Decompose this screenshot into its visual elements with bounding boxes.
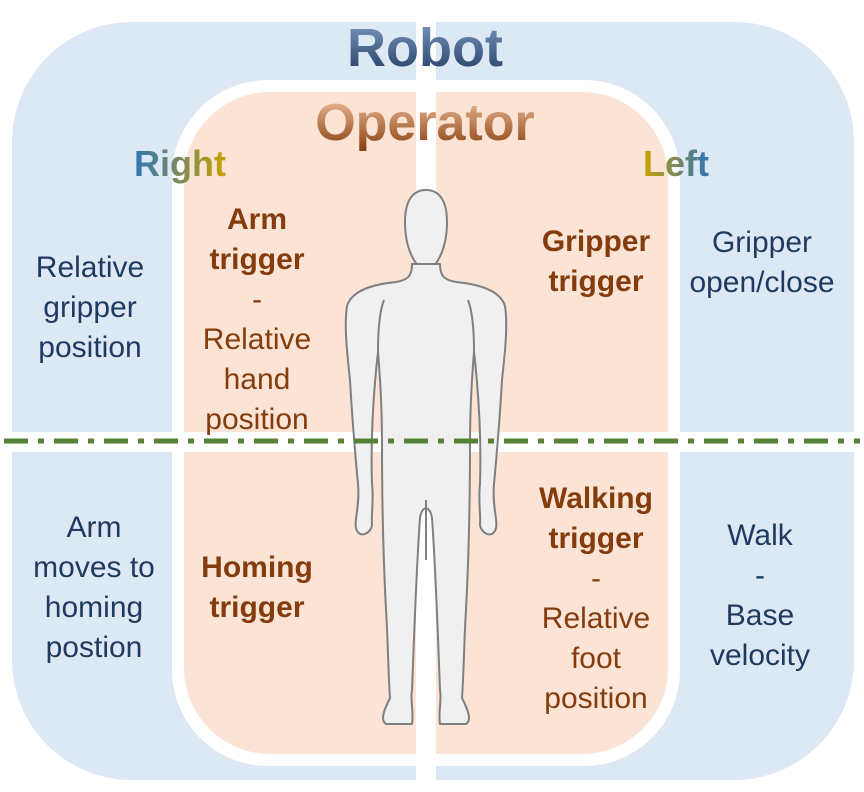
robot-action-label: homing (45, 591, 143, 624)
trigger-label: Gripper (542, 225, 651, 258)
robot-action-label: Arm (67, 511, 122, 544)
robot-action-label: Gripper (712, 226, 812, 259)
action-label: hand (224, 363, 291, 396)
robot-action-label: postion (46, 631, 143, 664)
trigger-label: trigger (209, 591, 304, 624)
trigger-label: trigger (548, 522, 643, 555)
robot-top-right-text: Relative gripper position (36, 251, 144, 364)
robot-title: Robot (347, 18, 503, 78)
trigger-label: Arm (227, 203, 287, 236)
trigger-label: Homing (201, 551, 313, 584)
action-label: - (591, 562, 601, 595)
side-label-left: Left (643, 143, 709, 184)
operator-bottom-left-text: Walking trigger - Relative foot position (539, 482, 653, 715)
action-label: - (252, 283, 262, 316)
trigger-label: Walking (539, 482, 653, 515)
robot-top-left-text: Gripper open/close (689, 226, 834, 299)
operator-title: Operator (315, 94, 535, 152)
operator-top-right-text: Arm trigger - Relative hand position (203, 203, 311, 436)
side-label-right: Right (134, 143, 226, 184)
trigger-label: trigger (548, 265, 643, 298)
action-label: position (544, 682, 647, 715)
robot-action-label: open/close (689, 266, 834, 299)
robot-bottom-left-text: Walk - Base velocity (710, 519, 810, 672)
robot-action-label: Relative (36, 251, 144, 284)
robot-action-label: velocity (710, 639, 810, 672)
human-figure-icon (344, 189, 508, 725)
trigger-label: trigger (209, 243, 304, 276)
robot-action-label: position (38, 331, 141, 364)
operator-top-left-text: Gripper trigger (542, 225, 651, 298)
action-label: Relative (203, 323, 311, 356)
robot-bottom-right-text: Arm moves to homing postion (33, 511, 155, 664)
robot-action-label: Base (726, 599, 794, 632)
action-label: position (205, 403, 308, 436)
robot-action-label: moves to (33, 551, 155, 584)
action-label: Relative (542, 602, 650, 635)
action-label: foot (571, 642, 622, 675)
robot-action-label: Walk (727, 519, 794, 552)
robot-action-label: - (755, 559, 765, 592)
operator-bottom-right-text: Homing trigger (201, 551, 313, 624)
robot-action-label: gripper (43, 291, 136, 324)
